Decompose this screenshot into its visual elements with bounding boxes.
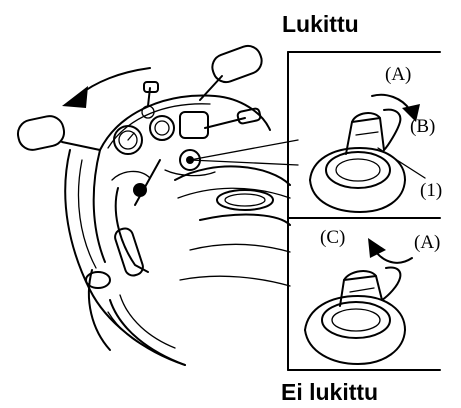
ignition-switch-unlocked (305, 267, 405, 364)
locked-heading: Lukittu (282, 11, 359, 37)
callout-1: (1) (420, 180, 442, 201)
callout-b: (B) (410, 116, 435, 137)
callout-a-lower: (A) (414, 232, 440, 253)
unlocked-heading: Ei lukittu (281, 379, 378, 405)
callout-1-leader (378, 148, 425, 178)
leader-lines (190, 140, 298, 165)
curved-arrow-counterclockwise-icon (368, 238, 412, 263)
right-mirror (200, 42, 265, 100)
left-mirror (15, 114, 100, 153)
callout-a-upper: (A) (385, 64, 411, 85)
curved-arrow-counterclockwise-icon (62, 68, 150, 108)
ignition-switch-locked (310, 110, 405, 212)
motorcycle-front-illustration (15, 42, 290, 365)
callout-c: (C) (320, 227, 345, 248)
